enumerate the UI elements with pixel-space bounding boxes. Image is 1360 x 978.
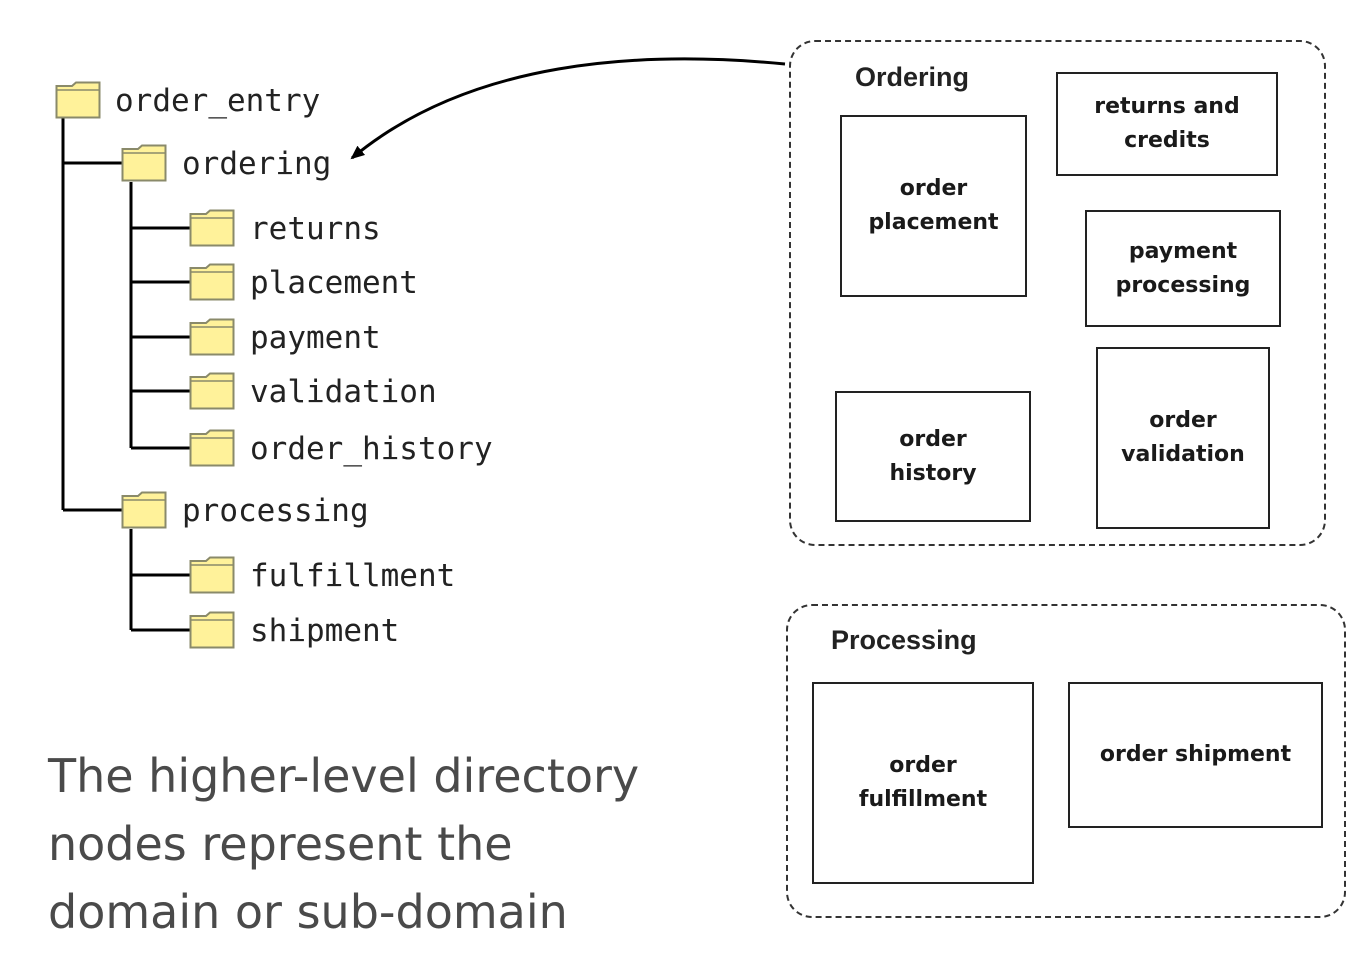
mapping-arrow (350, 57, 786, 160)
folder-icon (189, 318, 235, 356)
tree-node-returns: returns (250, 211, 381, 247)
tree-node-order-entry: order_entry (115, 83, 321, 119)
tree-node-validation: validation (250, 374, 437, 410)
order-placement-box: order placement (840, 115, 1027, 297)
tree-node-ordering: ordering (182, 146, 332, 182)
folder-icon (121, 144, 167, 182)
ordering-group (789, 40, 1326, 546)
caption-line: domain or sub-domain (48, 885, 568, 939)
caption-line: nodes represent the (48, 817, 513, 871)
order-shipment-box: order shipment (1068, 682, 1323, 828)
tree-node-fulfillment: fulfillment (250, 558, 456, 594)
tree-node-placement: placement (250, 265, 418, 301)
folder-icon (189, 429, 235, 467)
processing-group-title: Processing (831, 625, 977, 655)
tree-node-payment: payment (250, 320, 381, 356)
processing-group (786, 604, 1346, 918)
folder-icon (121, 491, 167, 529)
folder-icon (189, 263, 235, 301)
folder-icon (189, 611, 235, 649)
order-fulfillment-box: order fulfillment (812, 682, 1034, 884)
tree-node-order-history: order_history (250, 431, 493, 467)
payment-processing-box: payment processing (1085, 210, 1281, 327)
caption-line: The higher-level directory (48, 749, 640, 803)
tree-node-shipment: shipment (250, 613, 400, 649)
returns-credits-box: returns and credits (1056, 72, 1278, 176)
order-history-box: order history (835, 391, 1031, 522)
folder-icon (189, 209, 235, 247)
caption: The higher-level directory nodes represe… (48, 742, 668, 946)
folder-icon (189, 372, 235, 410)
folder-icon (55, 81, 101, 119)
order-validation-box: order validation (1096, 347, 1270, 529)
folder-icon (189, 556, 235, 594)
ordering-group-title: Ordering (855, 62, 970, 92)
tree-node-processing: processing (182, 493, 369, 529)
